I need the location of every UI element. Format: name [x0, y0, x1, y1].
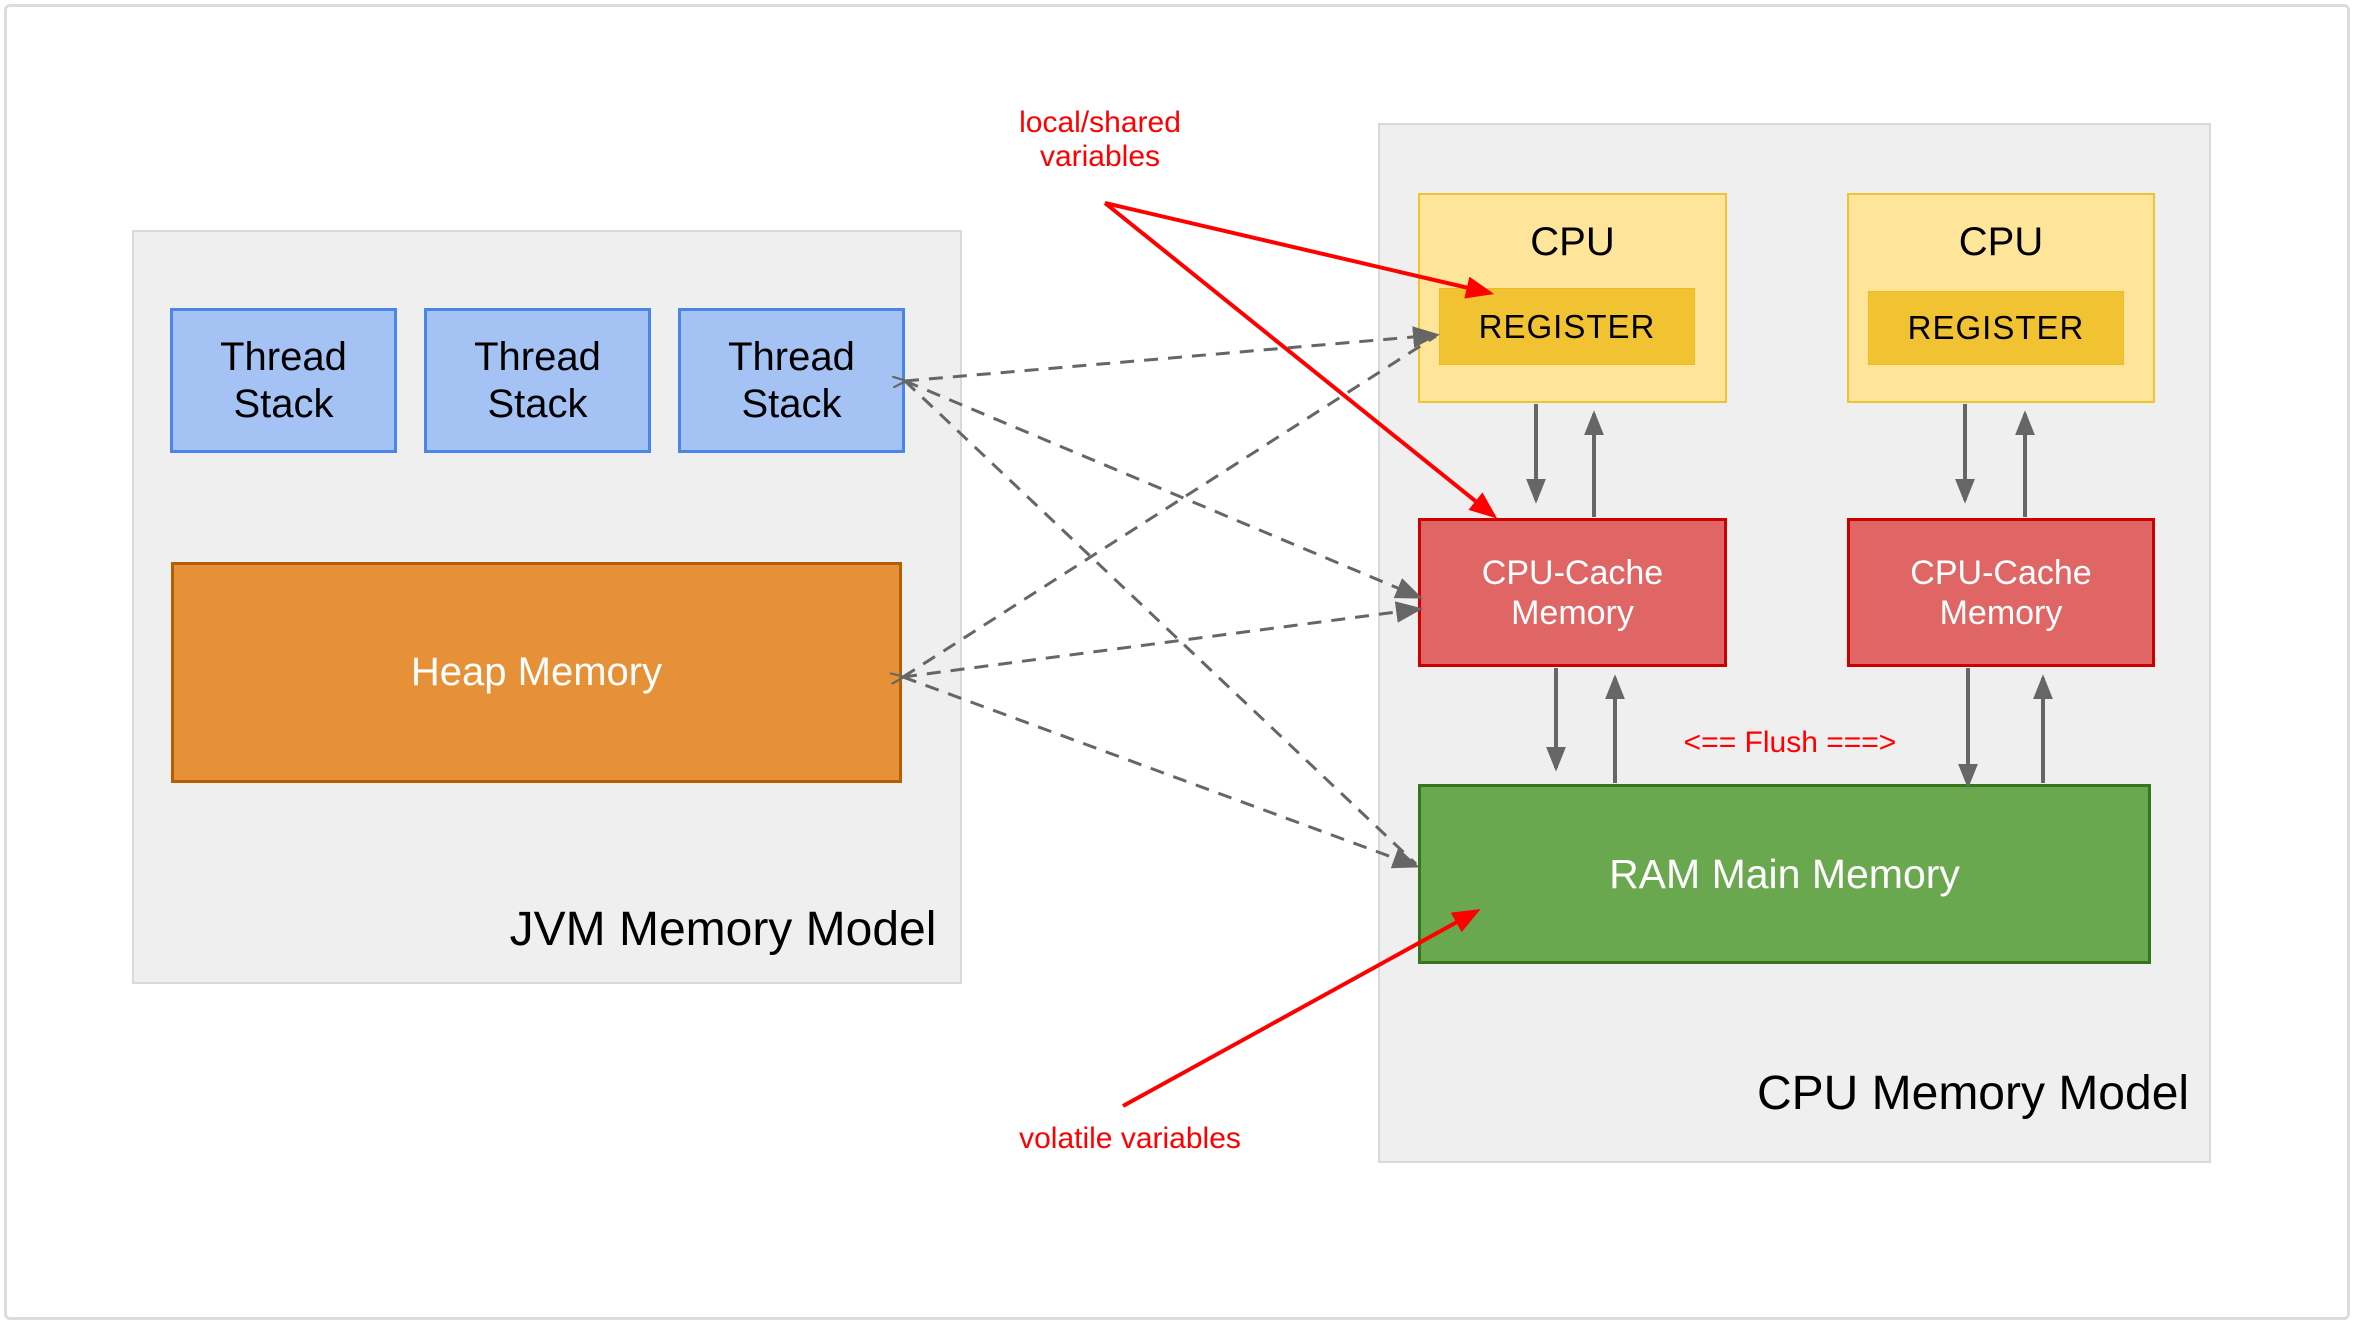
dashed-arrow-heap-register: [902, 334, 1437, 679]
cpu-cache-label-2: CPU-Cache Memory: [1910, 553, 2092, 632]
dashed-arrow-heap-cache: [903, 609, 1419, 677]
cpu-cache-label-1: CPU-Cache Memory: [1481, 553, 1664, 632]
heap-memory-box: Heap Memory: [171, 562, 902, 783]
heap-memory-label: Heap Memory: [410, 650, 663, 694]
thread-stack-box-2: Thread Stack: [424, 308, 651, 453]
cpu-label-1: CPU: [1530, 220, 1615, 264]
flush-label: <== Flush ===>: [1683, 726, 1897, 759]
cpu-cache-box-2: CPU-Cache Memory: [1847, 518, 2155, 667]
ram-main-memory-box: RAM Main Memory: [1418, 784, 2151, 964]
local-shared-variables-label: local/shared variables: [1019, 106, 1181, 173]
thread-stack-box-1: Thread Stack: [170, 308, 397, 453]
register-label-2: REGISTER: [1907, 309, 2085, 346]
cpu-panel-title: CPU Memory Model: [1756, 1067, 2190, 1120]
thread-stack-box-3: Thread Stack: [678, 308, 905, 453]
dashed-arrow-heap-ram: [902, 675, 1420, 869]
cpu-cache-box-1: CPU-Cache Memory: [1418, 518, 1727, 667]
thread-stack-label-2: Thread Stack: [474, 334, 601, 426]
dashed-arrow-threadstack-register: [905, 335, 1436, 381]
ram-main-memory-label: RAM Main Memory: [1609, 850, 1960, 897]
dashed-arrow-threadstack-cache: [904, 379, 1423, 599]
volatile-variables-label: volatile variables: [1019, 1122, 1241, 1155]
thread-stack-label-1: Thread Stack: [220, 334, 347, 426]
thread-stack-label-3: Thread Stack: [728, 334, 855, 426]
cpu-label-2: CPU: [1958, 220, 2044, 264]
jvm-panel-title: JVM Memory Model: [509, 903, 937, 956]
register-box-2: REGISTER: [1868, 291, 2124, 365]
register-label-1: REGISTER: [1478, 307, 1656, 345]
register-box-1: REGISTER: [1439, 288, 1695, 365]
dashed-arrow-threadstack-ram: [903, 379, 1418, 866]
